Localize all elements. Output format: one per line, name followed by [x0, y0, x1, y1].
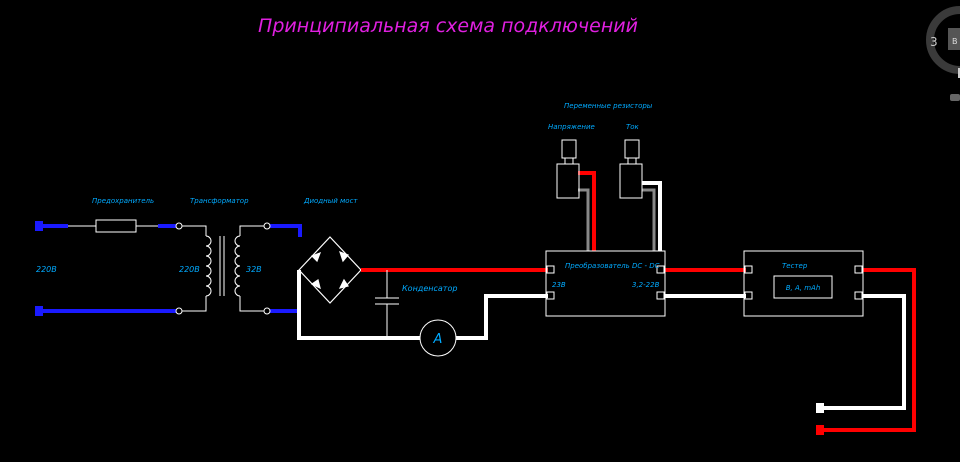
transformer — [175, 222, 271, 315]
current-resistor-label: Ток — [626, 123, 640, 131]
diode-bridge-label: Диодный мост — [303, 197, 358, 205]
viewcube-ring[interactable] — [926, 6, 960, 74]
dc-dc-converter — [545, 250, 666, 317]
variable-resistor-current — [619, 139, 643, 199]
variable-resistors-label: Переменные резисторы — [564, 102, 653, 110]
viewcube-face[interactable] — [948, 28, 960, 50]
converter-input-label: 23В — [552, 281, 566, 289]
positive-wiring — [361, 171, 916, 432]
nav-marker — [958, 68, 960, 78]
ammeter-label: А — [433, 332, 443, 347]
secondary-voltage-label: 32В — [246, 265, 262, 274]
ammeter — [419, 319, 457, 357]
plug-terminals — [35, 221, 43, 316]
resistor-control-wires — [578, 188, 656, 251]
converter-label: Преобразователь DC - DC — [565, 262, 660, 270]
variable-resistor-voltage — [556, 139, 580, 199]
capacitor-label: Конденсатор — [402, 284, 457, 293]
view-navigation-widget[interactable]: 3 В — [924, 4, 960, 104]
diagram-title: Принципиальная схема подключений — [258, 15, 638, 37]
input-voltage-label: 220В — [36, 265, 57, 274]
voltage-resistor-label: Напряжение — [548, 123, 595, 131]
fuse-label: Предохранитель — [92, 197, 154, 205]
output-minus-terminal — [816, 403, 824, 413]
primary-voltage-label: 220В — [179, 265, 200, 274]
transformer-label: Трансформатор — [190, 197, 249, 205]
capacitor — [375, 270, 399, 338]
ac-input-wiring — [40, 224, 302, 313]
tester-display-label: В, А, mAh — [786, 284, 821, 292]
tester — [743, 250, 864, 317]
fuse — [68, 219, 158, 233]
negative-wiring — [297, 181, 906, 410]
diode-bridge — [298, 236, 362, 304]
output-plus-terminal — [816, 425, 824, 435]
nav-menu-button[interactable] — [950, 94, 960, 101]
tester-label: Тестер — [782, 262, 808, 270]
converter-output-label: 3,2-22В — [632, 281, 660, 289]
nav-letter: В — [952, 37, 958, 46]
nav-number: 3 — [930, 35, 938, 49]
